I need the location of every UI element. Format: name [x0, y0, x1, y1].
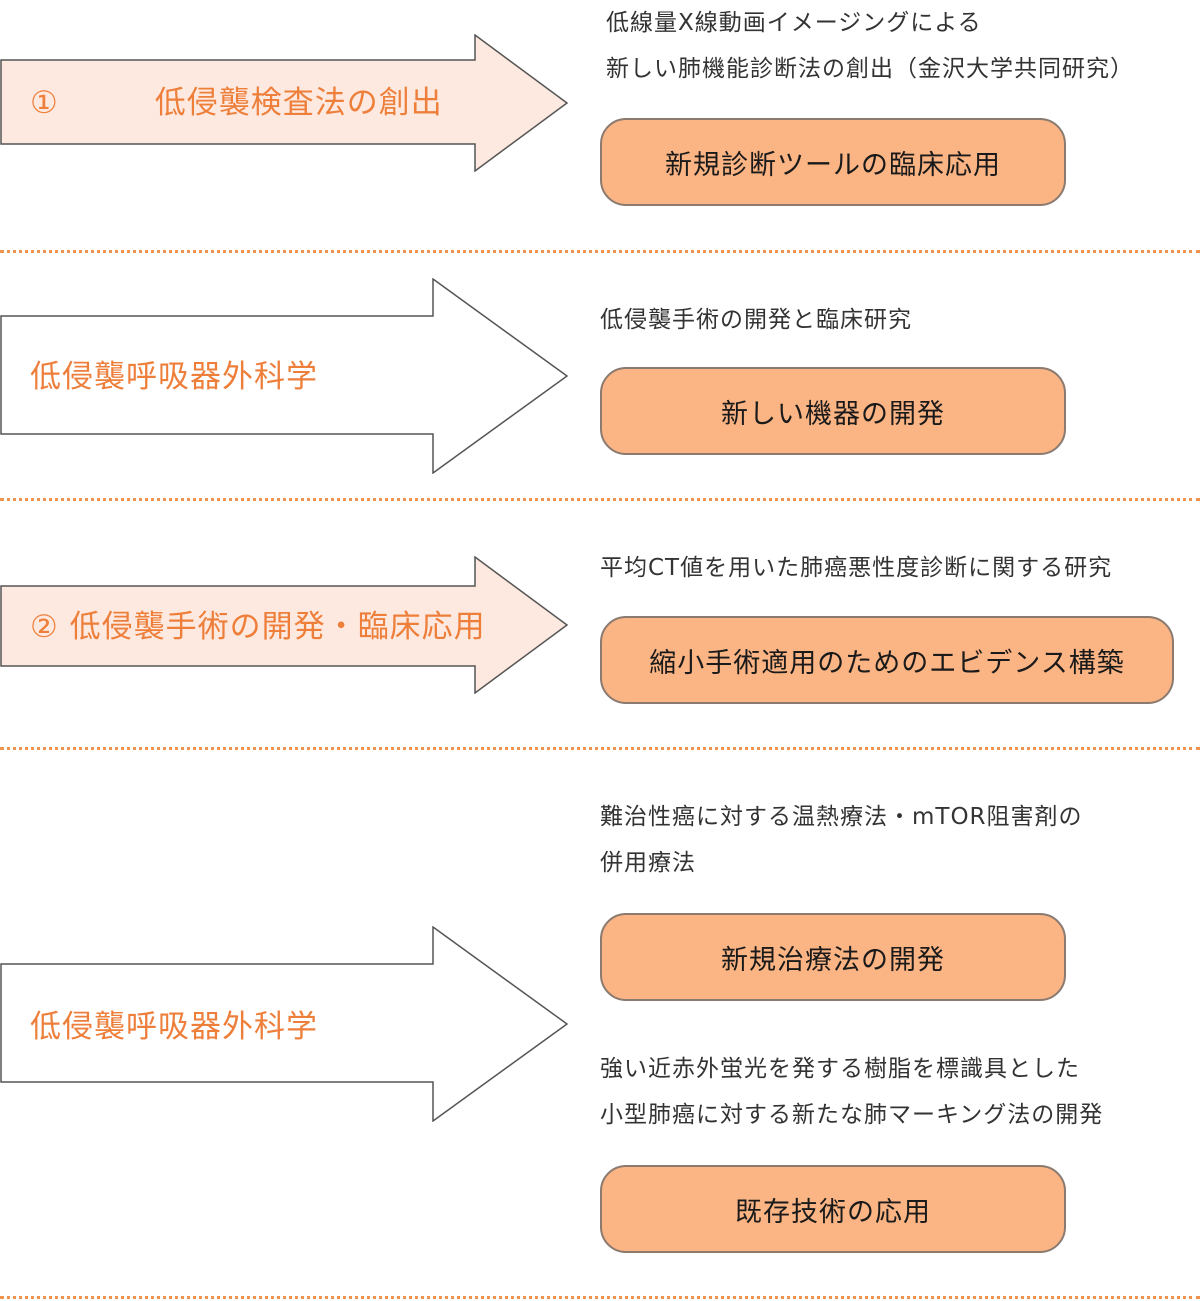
arrow-label-2: 低侵襲呼吸器外科学 — [30, 359, 318, 395]
description-1-line-2: 新しい肺機能診断法の創出（金沢大学共同研究） — [606, 56, 1134, 82]
description-1-line-1: 低線量X線動画イメージングによる — [606, 10, 982, 36]
arrow-shape-3 — [0, 556, 569, 694]
pill-new-device-development: 新しい機器の開発 — [600, 367, 1066, 455]
arrow-section-4: 低侵襲呼吸器外科学 — [0, 926, 570, 1122]
arrow-label-4: 低侵襲呼吸器外科学 — [30, 1009, 318, 1045]
divider-4 — [0, 1296, 1200, 1299]
description-4b-line-1: 強い近赤外蛍光を発する樹脂を標識具とした — [600, 1056, 1080, 1082]
pill-existing-technology-application: 既存技術の応用 — [600, 1165, 1066, 1253]
pill-new-therapy-development: 新規治療法の開発 — [600, 913, 1066, 1001]
description-4a-line-1: 難治性癌に対する温熱療法・mTOR阻害剤の — [600, 804, 1083, 830]
arrow-shape-4 — [0, 926, 569, 1122]
pill-new-diagnostic-tool: 新規診断ツールの臨床応用 — [600, 118, 1066, 206]
description-2-line-1: 低侵襲手術の開発と臨床研究 — [600, 307, 912, 333]
arrow-label-1: ① 低侵襲検査法の創出 — [30, 85, 443, 121]
pill-label: 新規治療法の開発 — [721, 944, 945, 976]
arrow-label-3: ② 低侵襲手術の開発・臨床応用 — [30, 609, 486, 645]
arrow-shape-1 — [0, 34, 569, 172]
pill-label: 新規診断ツールの臨床応用 — [665, 149, 1001, 181]
description-4b-line-2: 小型肺癌に対する新たな肺マーキング法の開発 — [600, 1102, 1104, 1128]
arrow-shape-2 — [0, 278, 569, 474]
divider-2 — [0, 498, 1200, 501]
description-4a-line-2: 併用療法 — [600, 850, 696, 876]
arrow-section-3: ② 低侵襲手術の開発・臨床応用 — [0, 556, 570, 694]
description-3-line-1: 平均CT値を用いた肺癌悪性度診断に関する研究 — [600, 555, 1113, 581]
pill-label: 縮小手術適用のためのエビデンス構築 — [649, 647, 1125, 679]
pill-label: 新しい機器の開発 — [721, 398, 945, 430]
arrow-section-1: ① 低侵襲検査法の創出 — [0, 34, 570, 172]
divider-3 — [0, 747, 1200, 750]
pill-evidence-building: 縮小手術適用のためのエビデンス構築 — [600, 616, 1174, 704]
arrow-section-2: 低侵襲呼吸器外科学 — [0, 278, 570, 474]
divider-1 — [0, 250, 1200, 253]
pill-label: 既存技術の応用 — [735, 1196, 931, 1228]
